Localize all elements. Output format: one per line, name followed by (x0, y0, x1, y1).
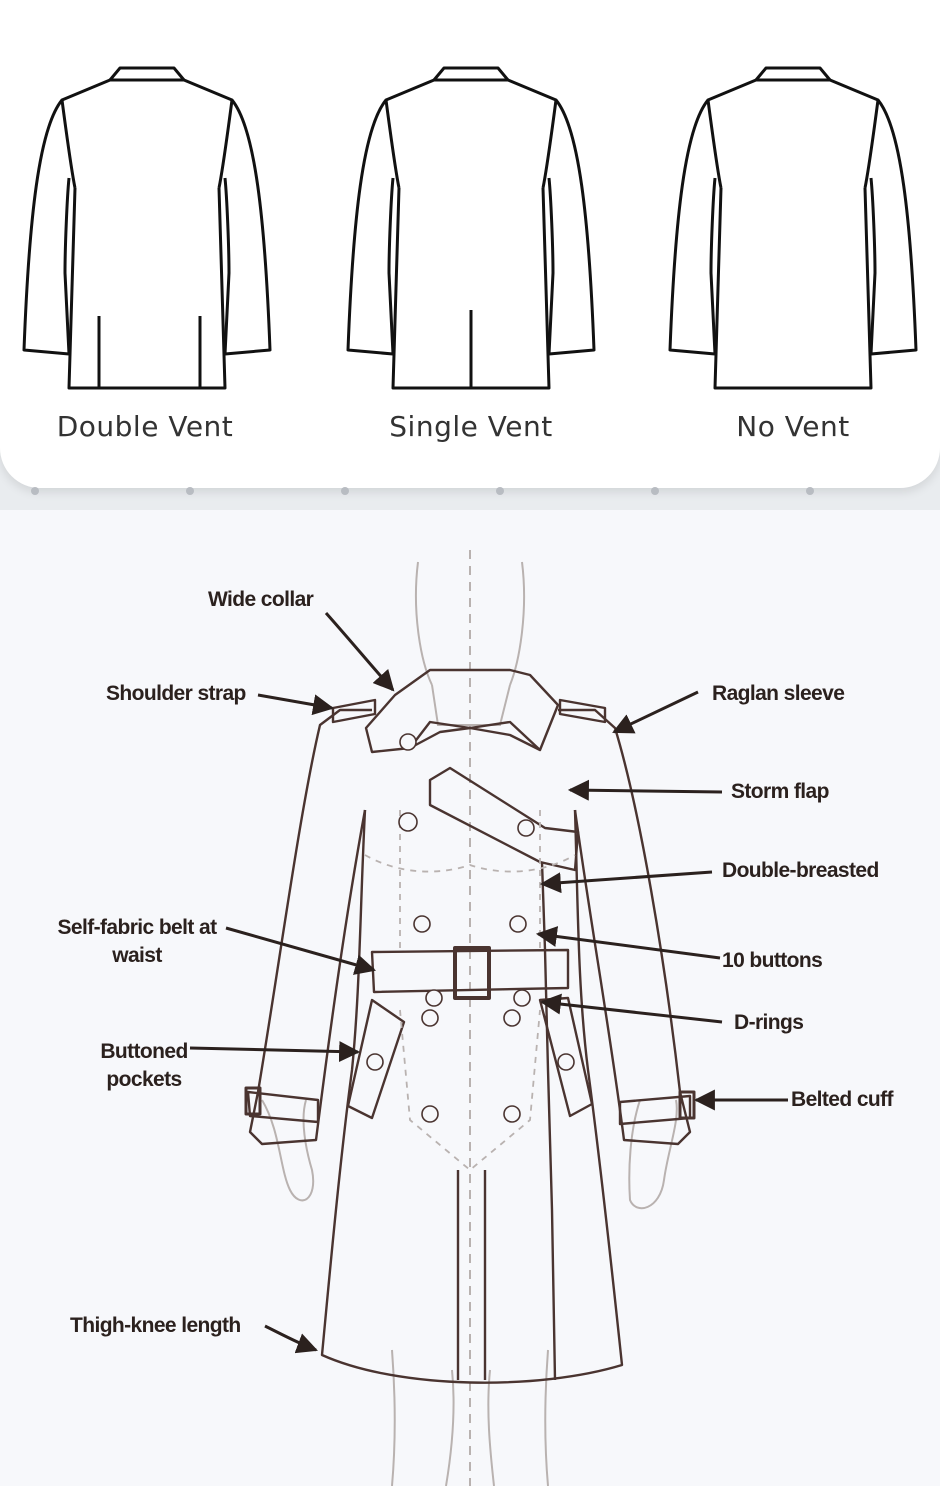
callout-self-fabric-belt-line1: Self-fabric belt at (44, 914, 230, 942)
carousel-dot[interactable] (496, 487, 504, 495)
croquis-figure (262, 550, 677, 1486)
single-vent-jacket (348, 68, 594, 388)
carousel-dot[interactable] (31, 487, 39, 495)
carousel-dot[interactable] (341, 487, 349, 495)
callout-shoulder-strap: Shoulder strap (106, 680, 246, 708)
callout-self-fabric-belt: Self-fabric belt at waist (44, 914, 230, 970)
carousel-dot[interactable] (186, 487, 194, 495)
vent-label-none: No Vent (653, 410, 933, 443)
callout-raglan-sleeve: Raglan sleeve (712, 680, 844, 708)
callout-buttoned-pockets: Buttoned pockets (84, 1038, 204, 1094)
callout-thigh-knee-length: Thigh-knee length (70, 1312, 241, 1340)
vent-jackets-illustration (0, 0, 940, 400)
callout-buttoned-pockets-line1: Buttoned (84, 1038, 204, 1066)
carousel-dot[interactable] (806, 487, 814, 495)
vent-label-single: Single Vent (331, 410, 611, 443)
no-vent-jacket (670, 68, 916, 388)
callout-wide-collar: Wide collar (208, 586, 313, 614)
callout-storm-flap: Storm flap (731, 778, 829, 806)
carousel-dot[interactable] (651, 487, 659, 495)
trench-coat-diagram: Wide collar Shoulder strap Raglan sleeve… (0, 510, 940, 1486)
double-vent-jacket (24, 68, 270, 388)
callout-d-rings: D-rings (734, 1009, 803, 1037)
vent-styles-card: Double Vent Single Vent No Vent (0, 0, 940, 488)
callout-belted-cuff: Belted cuff (791, 1086, 893, 1114)
callout-self-fabric-belt-line2: waist (44, 942, 230, 970)
callout-buttoned-pockets-line2: pockets (84, 1066, 204, 1094)
callout-double-breasted: Double-breasted (722, 857, 879, 885)
vent-label-double: Double Vent (5, 410, 285, 443)
callout-ten-buttons: 10 buttons (722, 947, 822, 975)
carousel-dots (0, 484, 940, 498)
